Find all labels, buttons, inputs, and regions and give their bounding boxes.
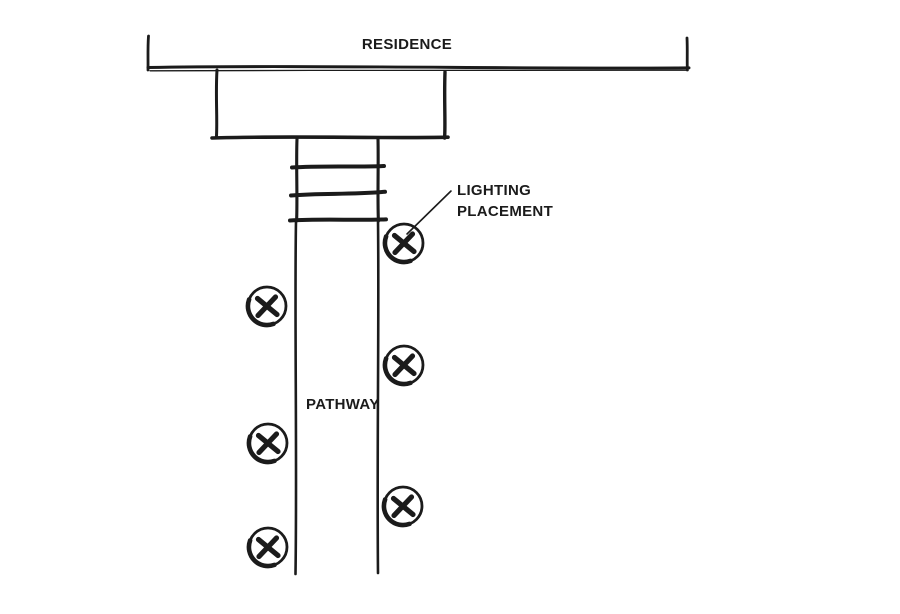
pathway-label: PATHWAY	[306, 396, 380, 413]
porch-left-edge	[214, 68, 219, 140]
porch-bottom-edge	[210, 135, 450, 140]
lighting-marker-icon	[382, 222, 425, 265]
wall-end-tick-left	[146, 34, 150, 72]
pathway-left-edge	[294, 219, 298, 576]
residence-wall-line	[146, 65, 691, 70]
step-line-2	[289, 189, 387, 198]
residence-wall-line-double	[149, 69, 687, 72]
lighting-placement-label-line2: PLACEMENT	[457, 203, 554, 220]
lighting-marker-icon	[246, 526, 289, 569]
lighting-placement-label-line1: LIGHTING	[457, 182, 532, 199]
step-line-3	[288, 217, 388, 223]
lighting-marker-icon	[246, 422, 289, 465]
lighting-placement-label: LIGHTING PLACEMENT	[457, 180, 553, 222]
pathway-right-edge	[376, 219, 380, 575]
residence-label: RESIDENCE	[361, 36, 453, 53]
step-line-1	[290, 164, 386, 170]
lighting-marker-icon	[381, 485, 424, 528]
lighting-marker-icon	[245, 285, 288, 328]
lighting-marker-icon	[382, 344, 425, 387]
lighting-markers-layer	[245, 222, 425, 569]
